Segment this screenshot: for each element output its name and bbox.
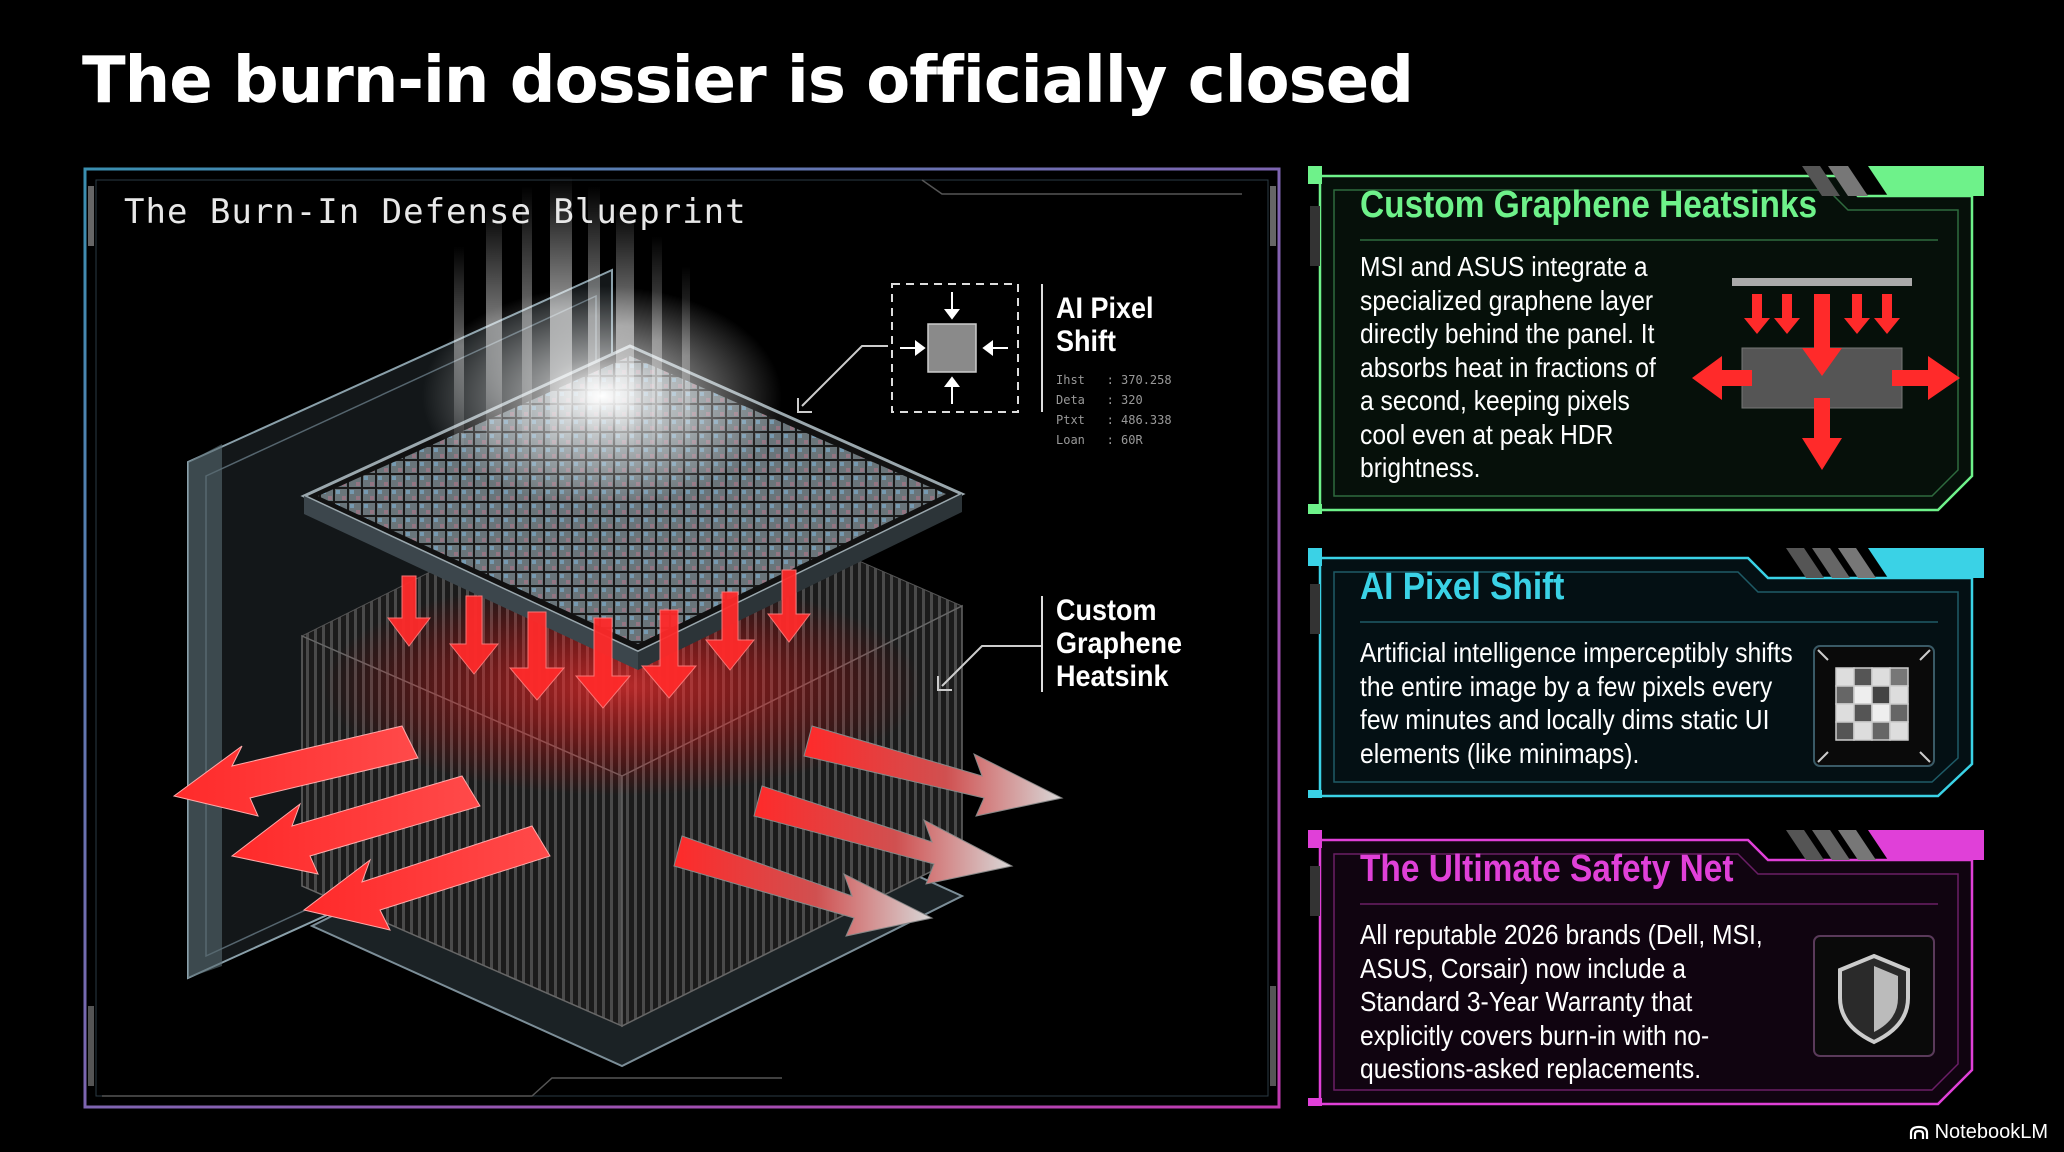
pixel-grid-icon [1813, 645, 1935, 767]
card-graphene-heatsinks: Custom Graphene Heatsinks MSI and ASUS i… [1308, 166, 1984, 516]
readout-row: Ptxt : 486.338 [1056, 413, 1172, 427]
card-frame [1308, 830, 1984, 1106]
readout-key: Ihst [1056, 373, 1085, 387]
readout-key: Loan [1056, 433, 1085, 447]
card-ultimate-safety-net: The Ultimate Safety Net All reputable 20… [1308, 830, 1984, 1110]
callout-ai-pixel-shift: AI Pixel Shift [1056, 292, 1154, 358]
callout-graphene-heatsink: Custom Graphene Heatsink [1056, 594, 1183, 693]
pixel-shift-readout: Ihst : 370.258 Deta : 320 Ptxt : 486.338… [1056, 370, 1172, 450]
slide-title: The burn-in dossier is officially closed [82, 44, 1414, 118]
heat-dissipation-icon [1692, 278, 1960, 470]
card-body: All reputable 2026 brands (Dell, MSI, AS… [1360, 919, 1763, 1084]
card-body: Artificial intelligence imperceptibly sh… [1360, 637, 1793, 769]
card-frame [1308, 166, 1984, 514]
card-title: The Ultimate Safety Net [1360, 848, 1734, 890]
readout-row: Deta : 320 [1056, 393, 1143, 407]
watermark-text: NotebookLM [1934, 1121, 2048, 1143]
card-title: Custom Graphene Heatsinks [1360, 184, 1818, 226]
readout-value: 60R [1121, 433, 1143, 447]
blueprint-frame [83, 167, 1281, 1109]
card-frame [1308, 548, 1984, 798]
card-ai-pixel-shift: AI Pixel Shift Artificial intelligence i… [1308, 548, 1984, 800]
notebooklm-watermark: NotebookLM [1909, 1121, 2048, 1144]
readout-key: Deta [1056, 393, 1085, 407]
shield-icon [1813, 935, 1935, 1057]
notebooklm-logo-icon [1909, 1125, 1928, 1139]
readout-value: 320 [1121, 393, 1143, 407]
readout-row: Ihst : 370.258 [1056, 373, 1172, 387]
blueprint-panel: The Burn-In Defense Blueprint AI Pixel S… [82, 166, 1282, 1110]
readout-row: Loan : 60R [1056, 433, 1143, 447]
card-title: AI Pixel Shift [1360, 566, 1565, 608]
readout-value: 370.258 [1121, 373, 1172, 387]
readout-key: Ptxt [1056, 413, 1085, 427]
blueprint-title: The Burn-In Defense Blueprint [124, 192, 747, 232]
readout-value: 486.338 [1121, 413, 1172, 427]
card-body: MSI and ASUS integrate a specialized gra… [1360, 251, 1656, 483]
